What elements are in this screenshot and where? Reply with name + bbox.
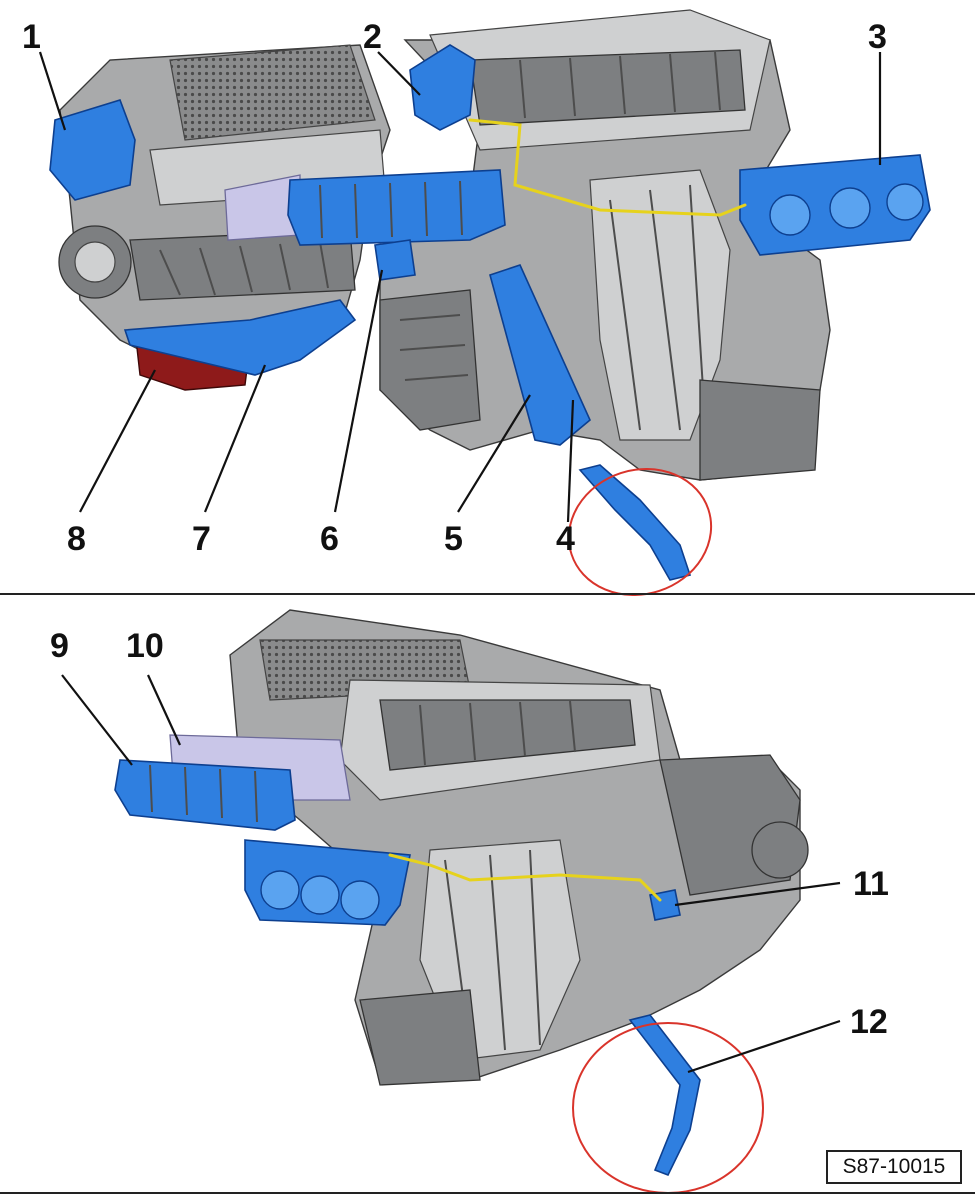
top-view: 1 2 3 4 5 6 7 8 — [22, 9, 931, 597]
top-wiring — [468, 118, 747, 217]
leader-2 — [377, 51, 421, 96]
part-12-drain-hose — [628, 1014, 701, 1177]
callout-12: 12 — [850, 1003, 888, 1041]
bottom-control-unit — [244, 839, 411, 926]
callout-5: 5 — [444, 520, 463, 558]
top-housing-main — [379, 9, 831, 481]
bottom-wiring — [388, 853, 662, 902]
part-6-sensor — [374, 239, 416, 281]
bottom-view: 9 10 11 12 — [50, 609, 889, 1194]
bottom-blower-inlet — [751, 821, 809, 879]
callout-6: 6 — [320, 520, 339, 558]
bottom-housing — [229, 609, 809, 1086]
leader-6 — [333, 269, 384, 513]
callout-11: 11 — [853, 865, 889, 903]
callout-10: 10 — [126, 627, 164, 665]
callout-2: 2 — [363, 18, 382, 56]
leader-4 — [566, 399, 575, 523]
top-highlight-circle — [567, 467, 713, 597]
callout-8: 8 — [67, 520, 86, 558]
leader-10 — [146, 674, 182, 746]
part-4-drain-hose — [578, 464, 692, 581]
callout-4: 4 — [556, 520, 575, 558]
part-2-servo-motor — [409, 44, 476, 131]
leader-1 — [38, 51, 67, 131]
figure-code-label: S87-10015 — [826, 1150, 962, 1184]
leader-7 — [203, 364, 267, 513]
leader-5 — [457, 394, 531, 513]
leader-12 — [687, 1019, 841, 1074]
part-3-control-unit — [739, 154, 931, 256]
part-1-servo-motor — [49, 99, 136, 201]
leader-9 — [61, 674, 133, 766]
callout-7: 7 — [192, 520, 211, 558]
leader-8 — [79, 369, 156, 513]
callout-3: 3 — [868, 18, 887, 56]
part-9-filter-cover — [114, 759, 296, 831]
part-5-heat-exchanger — [489, 264, 591, 446]
top-filter-cover — [287, 169, 506, 246]
part-7-regulator — [123, 299, 357, 376]
callout-1: 1 — [22, 18, 41, 56]
callout-9: 9 — [50, 627, 69, 665]
leader-11 — [674, 881, 841, 907]
